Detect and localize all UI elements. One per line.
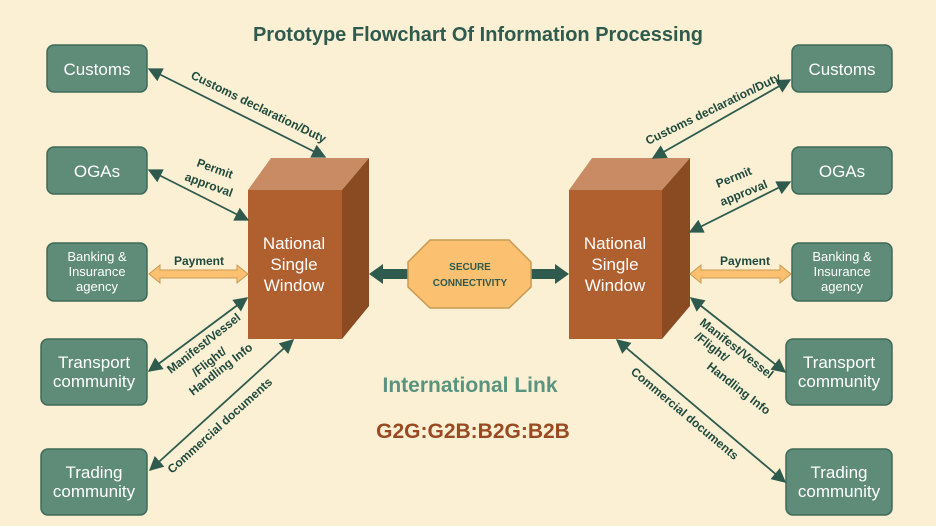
left-nsw-label-1: National [263,234,325,253]
right-trading-label-2: community [798,482,881,501]
right-banking-label-3: agency [821,279,863,294]
right-payment-edge-label: Payment [720,254,770,268]
right-ogas-box[interactable]: OGAs [791,146,893,195]
right-nsw-label-1: National [584,234,646,253]
left-ogas-label: OGAs [74,162,120,181]
left-commercial-arrow [148,339,295,471]
left-commercial-edge-label: Commercial documents [165,375,276,477]
right-ogas-arrow [688,181,792,233]
right-payment-arrow [689,263,792,285]
left-ogas-arrow [147,169,250,221]
right-customs-edge-label: Customs declaration/Duty [643,70,783,148]
left-payment-edge-label: Payment [174,254,224,268]
left-transport-box[interactable]: Transport community [40,338,148,406]
right-banking-box[interactable]: Banking & Insurance agency [791,242,893,302]
right-nsw-block[interactable]: National Single Window [569,158,690,339]
left-ogas-box[interactable]: OGAs [46,146,148,195]
right-ogas-label: OGAs [819,162,865,181]
secure-connectivity-link: SECURE CONNECTIVITY [369,239,569,309]
right-customs-arrow [651,79,792,159]
secure-connectivity-octagon [407,239,532,309]
right-transport-label-1: Transport [803,353,875,372]
page-title: Prototype Flowchart Of Information Proce… [253,24,703,46]
right-connectivity-arrow [531,264,569,284]
left-customs-box[interactable]: Customs [46,44,148,93]
left-nsw-label-2: Single [270,255,317,274]
left-transport-label-2: community [53,372,136,391]
left-banking-label-1: Banking & [67,249,127,264]
right-nsw-label-3: Window [585,276,646,295]
international-link-label: International Link [382,374,557,397]
right-transport-box[interactable]: Transport community [785,338,893,406]
left-trading-box[interactable]: Trading community [40,448,148,516]
secure-label: SECURE [449,262,491,273]
left-banking-label-2: Insurance [68,264,125,279]
left-nsw-label-3: Window [264,276,325,295]
right-transport-label-2: community [798,372,881,391]
right-trading-label-1: Trading [810,463,867,482]
right-banking-label-2: Insurance [813,264,870,279]
left-banking-box[interactable]: Banking & Insurance agency [46,242,148,302]
right-customs-box[interactable]: Customs [791,44,893,93]
right-trading-box[interactable]: Trading community [785,448,893,516]
left-connectivity-arrow [369,264,408,284]
left-nsw-block[interactable]: National Single Window [248,158,369,339]
left-customs-label: Customs [63,60,130,79]
connectivity-label: CONNECTIVITY [433,278,508,289]
left-trading-label-1: Trading [65,463,122,482]
right-banking-label-1: Banking & [812,249,872,264]
right-customs-label: Customs [808,60,875,79]
left-banking-label-3: agency [76,279,118,294]
relations-label: G2G:G2B:B2G:B2B [376,420,570,443]
left-trading-label-2: community [53,482,136,501]
left-payment-arrow [148,263,249,285]
right-commercial-arrow [615,339,787,483]
left-transport-label-1: Transport [58,353,130,372]
left-customs-arrow [147,68,327,158]
right-nsw-label-2: Single [591,255,638,274]
left-customs-edge-label: Customs declaration/Duty [189,68,329,146]
